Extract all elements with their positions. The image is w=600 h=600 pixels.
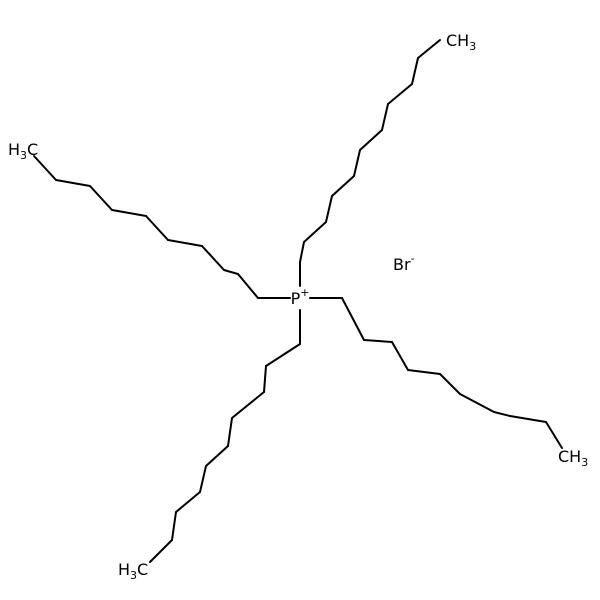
methyl-label-bottom-left: H3C: [118, 560, 148, 582]
bromide-ion: Br-: [393, 252, 415, 274]
methyl-label-left: H3C: [8, 140, 38, 162]
phosphorus-atom: P+: [291, 286, 310, 308]
octyl-chain-left: [33, 155, 291, 299]
octyl-chain-top: [299, 39, 441, 287]
octyl-chain-right: [309, 297, 563, 449]
methyl-label-bottom-right: CH3: [558, 447, 588, 469]
octyl-chain-bottom: [149, 309, 301, 563]
methyl-label-top-right: CH3: [446, 31, 476, 53]
